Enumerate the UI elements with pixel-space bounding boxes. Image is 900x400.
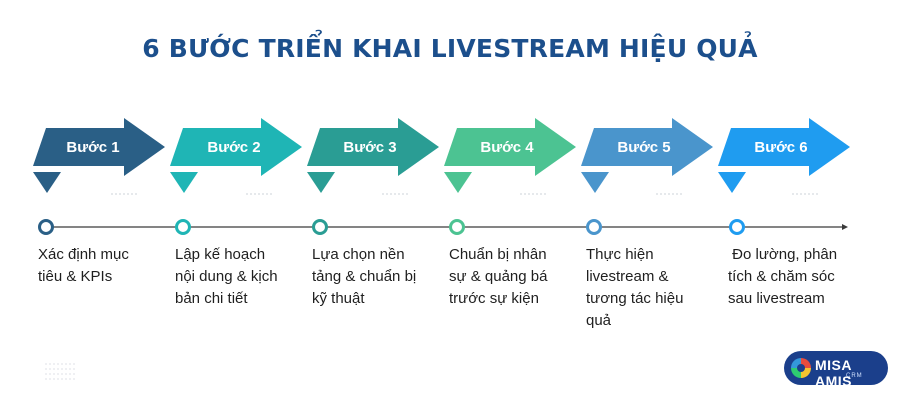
- step-1-description: Xác định mục tiêu & KPIs: [38, 244, 129, 288]
- step-1-marker: [38, 219, 54, 235]
- step-5-arrow-tab: [581, 172, 609, 193]
- step-4-label: Bước 4: [480, 139, 534, 156]
- step-5-description: Thực hiện livestream & tương tác hiệu qu…: [586, 244, 683, 332]
- timeline-arrowhead: [842, 224, 848, 230]
- step-6-description-line: tích & chăm sóc: [728, 268, 835, 285]
- step-6-description-line: sau livestream: [728, 290, 825, 307]
- step-6-marker: [729, 219, 745, 235]
- step-6-arrow-body: [718, 118, 850, 176]
- step-2-marker: [175, 219, 191, 235]
- step-2-label: Bước 2: [207, 139, 260, 156]
- decorative-dots-bottom: [45, 363, 75, 380]
- misa-logo-icon: [791, 358, 811, 378]
- step-4-arrow-tab: [444, 172, 472, 193]
- step-2-arrow-tab: [170, 172, 198, 193]
- logo-text: MISA AMIS: [815, 357, 852, 389]
- page-title: 6 BƯỚC TRIỂN KHAI LIVESTREAM HIỆU QUẢ: [142, 34, 758, 63]
- step-4-arrow-body: [444, 118, 576, 176]
- step-2-arrow: Bước 2: [170, 118, 302, 193]
- step-2-arrow-body: [170, 118, 302, 176]
- step-6-arrow: Bước 6: [718, 118, 850, 193]
- step-5-description-line: livestream &: [586, 268, 669, 285]
- step-2-description-line: Lập kế hoạch: [175, 246, 266, 263]
- step-3-description-line: Lựa chọn nền: [312, 246, 405, 263]
- step-5-description-line: Thực hiện: [586, 246, 654, 263]
- step-4-description: Chuẩn bị nhân sự & quảng bá trước sự kiệ…: [449, 244, 547, 310]
- step-2-description-line: bản chi tiết: [175, 290, 248, 307]
- step-4-marker: [449, 219, 465, 235]
- step-3-arrow-body: [307, 118, 439, 176]
- step-6-arrow-tab: [718, 172, 746, 193]
- step-3-marker: [312, 219, 328, 235]
- step-2-description: Lập kế hoạch nội dung & kịch bản chi tiế…: [175, 244, 278, 310]
- step-3-description-line: kỹ thuật: [312, 290, 365, 307]
- step-1-description-line: Xác định mục: [38, 246, 129, 263]
- step-5-arrow: Bước 5: [581, 118, 713, 193]
- step-6-description: Đo lường, phân tích & chăm sóc sau lives…: [728, 244, 837, 310]
- step-4-description-line: sự & quảng bá: [449, 268, 548, 285]
- misa-amis-logo: MISA AMIS CRM: [784, 351, 888, 389]
- step-4-description-line: trước sự kiện: [449, 290, 539, 307]
- step-3-description-line: tảng & chuẩn bị: [312, 268, 417, 285]
- step-5-label: Bước 5: [617, 139, 670, 156]
- step-3-description: Lựa chọn nền tảng & chuẩn bị kỹ thuật: [312, 244, 416, 310]
- step-1-arrow-tab: [33, 172, 61, 193]
- step-3-arrow-tab: [307, 172, 335, 193]
- step-3-arrow: Bước 3: [307, 118, 439, 193]
- step-1-label: Bước 1: [66, 139, 119, 156]
- step-5-description-line: tương tác hiệu: [586, 290, 684, 307]
- logo-subtext: CRM: [846, 373, 863, 379]
- step-2-description-line: nội dung & kịch: [175, 268, 278, 285]
- decorative-dots-top: [111, 193, 818, 195]
- step-3-label: Bước 3: [343, 139, 396, 156]
- step-1-arrow: Bước 1: [33, 118, 165, 193]
- step-5-arrow-body: [581, 118, 713, 176]
- step-4-arrow: Bước 4: [444, 118, 576, 193]
- step-4-description-line: Chuẩn bị nhân: [449, 246, 547, 263]
- step-5-description-line: quả: [586, 312, 612, 329]
- step-1-description-line: tiêu & KPIs: [38, 268, 113, 285]
- step-6-description-line: Đo lường, phân: [728, 246, 838, 263]
- step-5-marker: [586, 219, 602, 235]
- step-1-arrow-body: [33, 118, 165, 176]
- step-6-label: Bước 6: [754, 139, 807, 156]
